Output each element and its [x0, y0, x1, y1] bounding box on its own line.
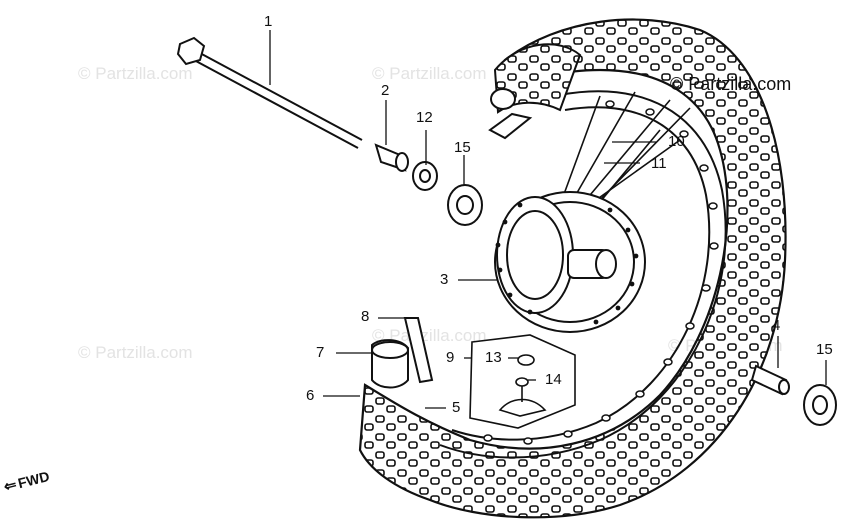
callout-3[interactable]: 3	[440, 271, 449, 288]
callout-6[interactable]: 6	[306, 387, 315, 404]
oil-seal	[412, 161, 438, 191]
watermark: © Partzilla.com	[372, 64, 487, 83]
watermark: © Partzilla.com	[78, 64, 193, 83]
callout-1[interactable]: 1	[264, 13, 273, 30]
callout-10[interactable]: 10	[668, 133, 685, 150]
callout-11[interactable]: 11	[651, 155, 667, 172]
hub	[494, 191, 646, 333]
rim-band	[488, 43, 582, 140]
bearing	[447, 184, 483, 226]
callout-8[interactable]: 8	[361, 308, 370, 325]
callout-12[interactable]: 12	[416, 109, 433, 126]
callout-14[interactable]: 14	[545, 371, 562, 388]
axle-collar	[374, 143, 409, 172]
callout-15[interactable]: 15	[816, 341, 833, 358]
callout-13[interactable]: 13	[485, 349, 502, 366]
tube	[371, 339, 409, 389]
callout-9[interactable]: 9	[446, 349, 455, 366]
leader-lines	[269, 30, 827, 409]
axle	[176, 36, 363, 149]
callout-15[interactable]: 15	[454, 139, 471, 156]
rim	[439, 90, 727, 459]
watermark: © Partzilla.com	[372, 326, 487, 345]
callout-7[interactable]: 7	[316, 344, 325, 361]
spokes	[559, 91, 691, 221]
callout-5[interactable]: 5	[452, 399, 461, 416]
copyright-credit: © Partzilla.com	[670, 74, 792, 94]
valve-kit	[469, 334, 576, 429]
rim-strip	[403, 317, 434, 384]
watermark: © Partzilla.com	[78, 343, 193, 362]
callout-2[interactable]: 2	[381, 82, 390, 99]
distance-collar	[750, 364, 790, 396]
callout-4[interactable]: 4	[772, 317, 781, 334]
bearing-right	[803, 384, 837, 426]
tire	[358, 18, 787, 519]
